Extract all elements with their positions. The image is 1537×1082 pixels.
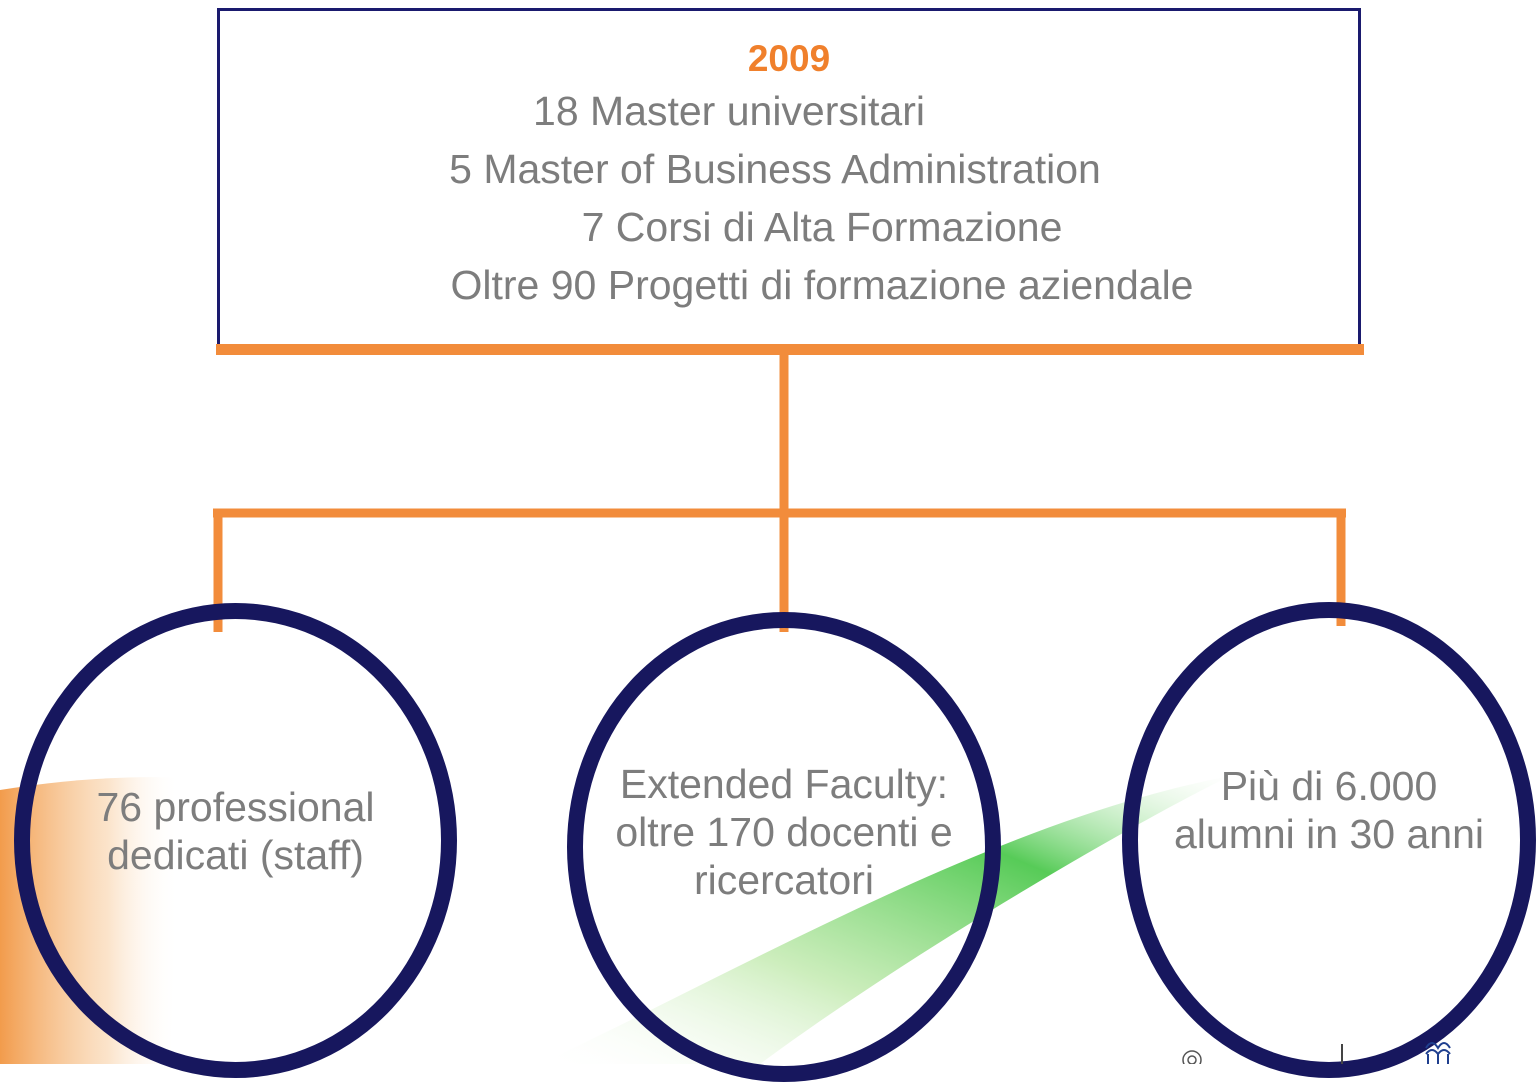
box-line-mba: 5 Master of Business Administration: [449, 146, 1101, 192]
circle-staff-text: 76 professional dedicati (staff): [96, 783, 375, 878]
summary-box: 2009 18 Master universitari 5 Master of …: [217, 8, 1361, 347]
circle-staff: 76 professional dedicati (staff): [14, 603, 457, 1078]
circle-faculty: Extended Faculty: oltre 170 docenti e ri…: [567, 612, 1001, 1082]
box-line-master-universitari: 18 Master universitari: [533, 88, 925, 134]
logo-left-seal: [1182, 1050, 1202, 1064]
box-line-alta-formazione: 7 Corsi di Alta Formazione: [581, 204, 1063, 250]
box-year: 2009: [747, 38, 831, 79]
logo-right-emblem: [1425, 1042, 1451, 1064]
circle-alumni-text: Più di 6.000 alumni in 30 anni: [1174, 763, 1484, 857]
partner-logos: [1182, 1042, 1451, 1064]
circle-faculty-text: Extended Faculty: oltre 170 docenti e ri…: [615, 761, 953, 903]
box-line-progetti: Oltre 90 Progetti di formazione aziendal…: [450, 262, 1194, 308]
circle-alumni: Più di 6.000 alumni in 30 anni: [1122, 602, 1536, 1078]
summary-box-underline: [216, 344, 1364, 355]
